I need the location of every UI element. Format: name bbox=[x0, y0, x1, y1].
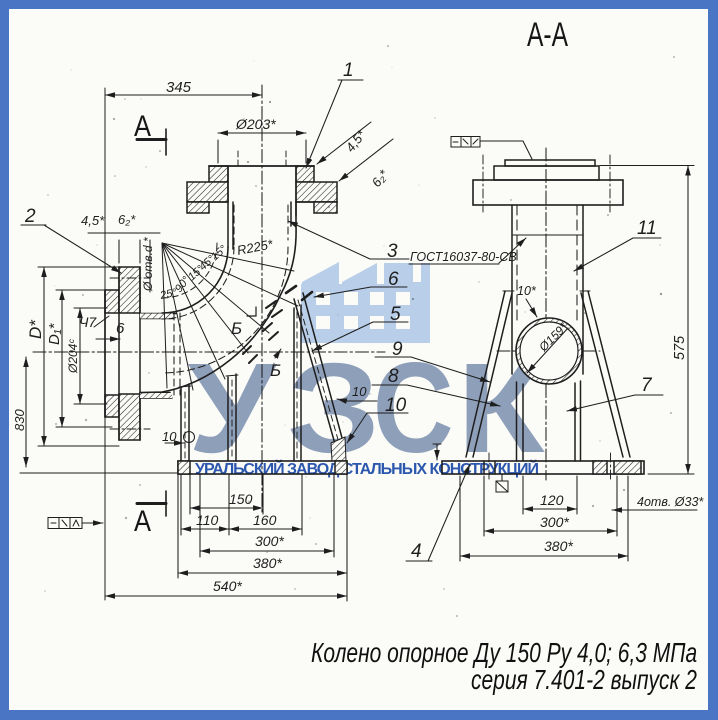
svg-text:10: 10 bbox=[162, 429, 177, 444]
svg-text:А: А bbox=[134, 110, 151, 143]
svg-text:3: 3 bbox=[387, 241, 398, 262]
svg-text:УРАЛЬСКИЙ ЗАВОД СТАЛЬНЫХ КОНСТ: УРАЛЬСКИЙ ЗАВОД СТАЛЬНЫХ КОНСТРУКЦИЙ bbox=[195, 459, 539, 478]
svg-text:830: 830 bbox=[12, 409, 27, 431]
svg-text:345: 345 bbox=[166, 79, 192, 96]
svg-text:6₂*: 6₂* bbox=[118, 212, 136, 227]
svg-text:380*: 380* bbox=[544, 538, 573, 554]
svg-text:110: 110 bbox=[196, 512, 219, 528]
svg-text:10: 10 bbox=[385, 395, 407, 416]
svg-text:Б: Б bbox=[270, 361, 281, 380]
svg-text:R225*: R225* bbox=[236, 236, 275, 258]
svg-text:D*: D* bbox=[26, 319, 45, 339]
svg-text:1: 1 bbox=[343, 60, 354, 81]
svg-text:10*: 10* bbox=[517, 284, 537, 298]
svg-text:6: 6 bbox=[388, 269, 399, 290]
svg-text:Ø отв.d *: Ø отв.d * bbox=[141, 237, 155, 292]
svg-text:4: 4 bbox=[411, 541, 422, 562]
svg-text:540*: 540* bbox=[213, 578, 242, 594]
svg-text:У: У bbox=[188, 336, 278, 479]
svg-text:575: 575 bbox=[672, 335, 688, 360]
svg-text:7: 7 bbox=[641, 375, 653, 396]
svg-text:120: 120 bbox=[540, 492, 564, 508]
svg-text:4,5*: 4,5* bbox=[81, 213, 105, 228]
svg-text:380*: 380* bbox=[253, 555, 282, 571]
svg-text:серия 7.401-2 выпуск 2: серия 7.401-2 выпуск 2 bbox=[471, 665, 697, 696]
svg-text:300*: 300* bbox=[540, 514, 569, 530]
svg-text:10: 10 bbox=[352, 384, 367, 399]
svg-text:А-А: А-А bbox=[527, 16, 568, 54]
svg-text:А: А bbox=[134, 505, 151, 538]
svg-text:Ø204ᶜ: Ø204ᶜ bbox=[66, 339, 80, 374]
svg-text:4отв. Ø33*: 4отв. Ø33* bbox=[637, 495, 704, 509]
svg-text:Ч7: Ч7 bbox=[79, 314, 97, 330]
svg-text:9: 9 bbox=[392, 339, 403, 360]
svg-text:11: 11 bbox=[637, 218, 657, 239]
svg-text:6: 6 bbox=[116, 320, 125, 337]
svg-text:Ø203*: Ø203* bbox=[235, 116, 276, 132]
svg-text:2: 2 bbox=[24, 206, 36, 227]
svg-text:5: 5 bbox=[390, 304, 401, 325]
svg-text:ГОСТ16037-80-СВ: ГОСТ16037-80-СВ bbox=[410, 250, 517, 264]
svg-text:25°: 25° bbox=[158, 287, 178, 303]
svg-text:С: С bbox=[373, 337, 454, 480]
svg-text:8: 8 bbox=[388, 366, 399, 387]
svg-text:D₁*: D₁* bbox=[46, 322, 63, 345]
svg-text:150: 150 bbox=[229, 491, 253, 507]
svg-text:160: 160 bbox=[253, 512, 277, 528]
svg-text:Колено опорное Ду 150 Ру 4,0;: Колено опорное Ду 150 Ру 4,0; 6,3 МПа bbox=[311, 638, 697, 669]
svg-text:300*: 300* bbox=[255, 533, 284, 549]
svg-text:Б: Б bbox=[231, 319, 242, 338]
